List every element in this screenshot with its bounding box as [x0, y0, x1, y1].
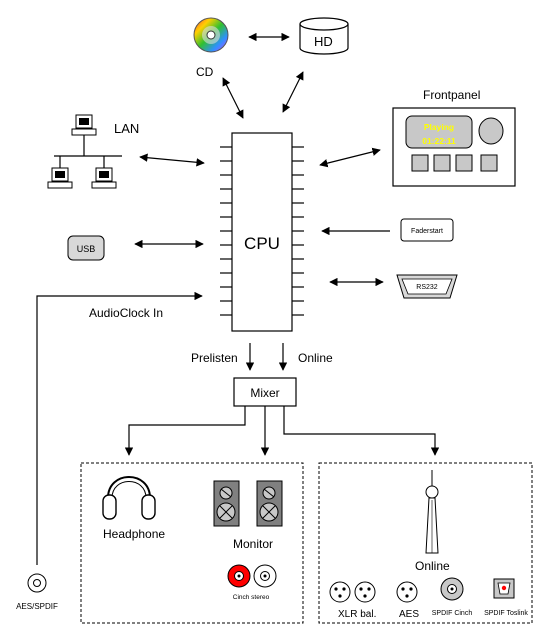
display-line-time: 01:22:11: [422, 136, 456, 146]
cpu-chip: [220, 132, 304, 332]
frontpanel-button: [480, 154, 498, 172]
antenna-icon: [425, 470, 439, 554]
cinch-stereo-label: Cinch stereo: [233, 594, 270, 601]
spdif-toslink-connector-icon: [493, 578, 515, 599]
aes-spdif-input-connector-icon: [27, 573, 47, 593]
lan-network-icon: [47, 114, 122, 189]
cd-icon: [193, 17, 229, 53]
display-line-playing: Playing: [424, 122, 454, 132]
cinch-red-connector-icon: [227, 564, 251, 588]
spdif-cinch-connector-icon: [440, 577, 464, 601]
cpu-pins-right: [292, 146, 304, 316]
spdif-toslink-label: SPDIF Toslink: [484, 610, 528, 617]
audioclock-line: [36, 291, 203, 565]
xlr-label: XLR bal.: [338, 609, 376, 620]
cpu-pins-left: [220, 146, 232, 316]
rs232-connector: [396, 274, 458, 299]
usb-label: USB: [77, 244, 96, 254]
prelisten-output-box: [80, 462, 304, 624]
frontpanel-button: [455, 154, 473, 172]
xlr-connector-right-icon: [354, 581, 376, 603]
monitor-speaker-left-icon: [213, 480, 240, 527]
hd-label: HD: [314, 34, 333, 49]
mixer-box: [233, 377, 297, 407]
aes-connector-icon: [396, 581, 418, 603]
mixer-headphone-arrow: [124, 406, 246, 456]
online-output-box: [318, 462, 533, 624]
headphone-icon: [102, 476, 156, 520]
prelisten-label: Prelisten: [191, 351, 238, 365]
xlr-connector-left-icon: [329, 581, 351, 603]
faderstart-box: [400, 218, 454, 242]
monitor-speaker-right-icon: [256, 480, 283, 527]
frontpanel-cpu-arrow: [319, 147, 381, 168]
frontpanel-button: [433, 154, 451, 172]
lan-cpu-arrow: [139, 153, 205, 167]
frontpanel-device: Playing 01:22:11: [392, 107, 516, 187]
hd-icon: [299, 17, 349, 55]
cd-label: CD: [196, 65, 214, 79]
frontpanel-label: Frontpanel: [423, 88, 480, 102]
faderstart-label: Faderstart: [411, 228, 443, 235]
cpu-label: CPU: [244, 234, 280, 253]
headphone-label: Headphone: [103, 527, 165, 541]
aes-spdif-label: AES/SPDIF: [16, 602, 58, 611]
cinch-white-connector-icon: [253, 564, 277, 588]
cd-cpu-arrow: [222, 77, 244, 119]
online-label: Online: [415, 559, 450, 573]
mixer-online-arrow: [283, 406, 440, 456]
rs232-label: RS232: [416, 284, 438, 291]
lan-label: LAN: [114, 121, 139, 136]
aes-label: AES: [399, 609, 419, 620]
hd-cpu-arrow: [282, 71, 304, 113]
usb-port: [67, 235, 105, 261]
online-top-label: Online: [298, 351, 333, 365]
spdif-cinch-label: SPDIF Cinch: [432, 610, 473, 617]
frontpanel-button: [411, 154, 429, 172]
audioclock-label: AudioClock In: [89, 306, 163, 320]
frontpanel-display: [405, 115, 473, 149]
frontpanel-knob: [478, 117, 504, 145]
mixer-label: Mixer: [250, 386, 279, 400]
monitor-label: Monitor: [233, 537, 273, 551]
